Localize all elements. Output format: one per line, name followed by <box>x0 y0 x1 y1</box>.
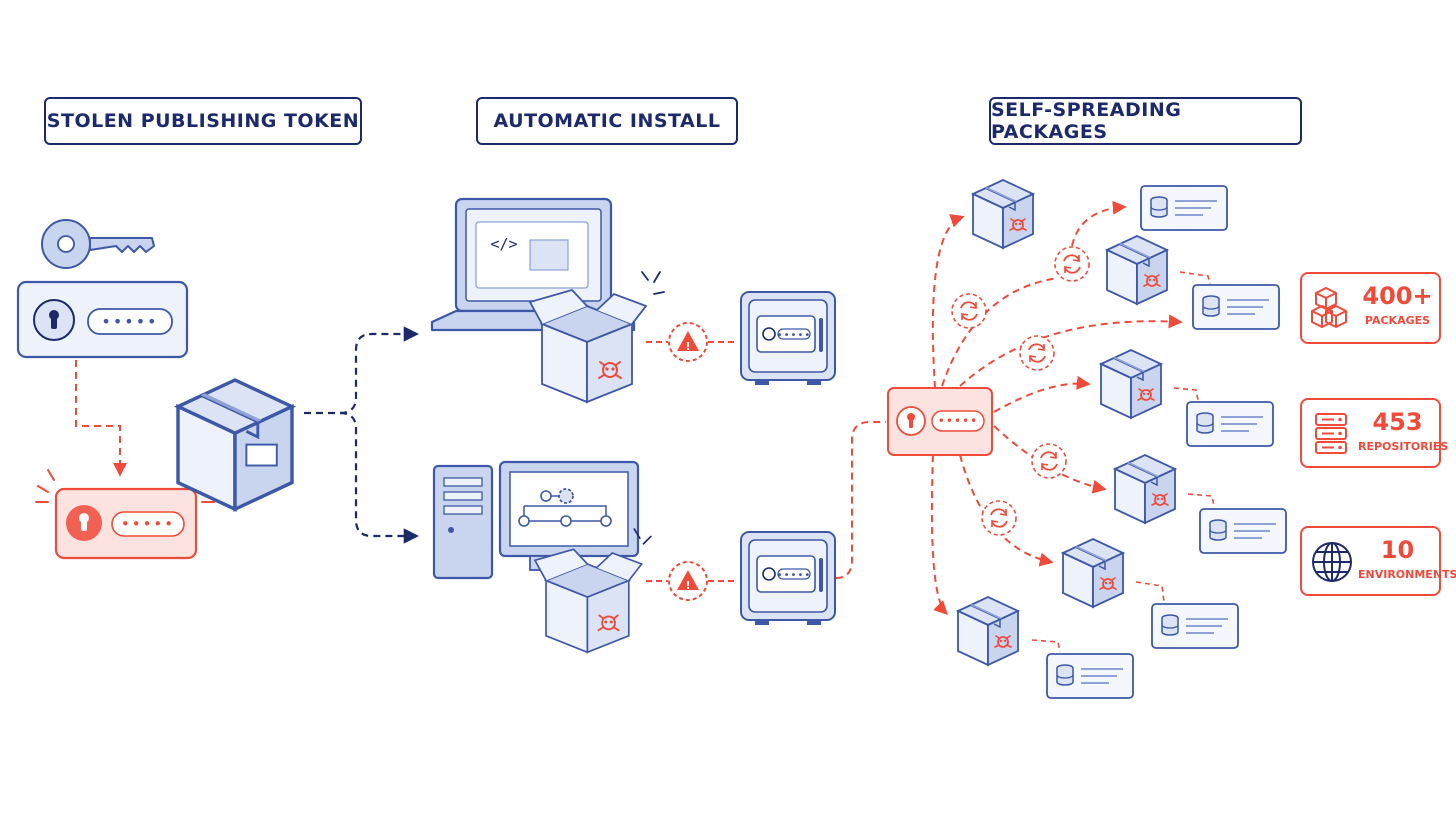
repo-connectors <box>1031 271 1215 653</box>
reused-token-card <box>887 387 993 456</box>
stat-value-packages: 400+ <box>1362 282 1433 310</box>
laptop-icon <box>430 197 636 332</box>
install-arrow-bottom <box>339 411 420 544</box>
warning-icon-bottom <box>668 561 708 601</box>
desktop-computer-icon <box>432 460 640 580</box>
title-self-spreading-packages: SELF-SPREADING PACKAGES <box>989 97 1302 145</box>
warning-icon-top <box>668 322 708 362</box>
code-glyph: </> <box>490 235 517 253</box>
install-arrow-top <box>304 326 420 415</box>
exfiltration-arrow <box>835 421 886 579</box>
spread-arrows <box>930 200 1183 615</box>
key-icon <box>41 219 155 269</box>
title-stolen-publishing-token: STOLEN PUBLISHING TOKEN <box>44 97 362 145</box>
reused-token-mask: ••••• <box>938 414 978 428</box>
malicious-package-open-top <box>529 271 665 403</box>
publishing-token-card <box>16 280 189 359</box>
cubes-icon <box>1311 287 1347 328</box>
token-theft-arrow <box>75 360 127 477</box>
warning-glyph-bottom: ! <box>685 579 690 592</box>
vault-mask-bottom: ••••• <box>777 570 812 581</box>
globe-icon <box>1312 542 1352 582</box>
stat-label-packages: PACKAGES <box>1364 314 1431 327</box>
npm-package-box <box>176 378 294 511</box>
stat-card-packages: 400+ PACKAGES <box>1300 272 1441 344</box>
warning-glyph-top: ! <box>685 340 690 353</box>
stat-card-environments: 10 ENVIRONMENTS <box>1300 526 1456 596</box>
title-automatic-install: AUTOMATIC INSTALL <box>476 97 738 145</box>
token-mask-text: ••••• <box>101 312 158 331</box>
vault-mask-top: ••••• <box>777 330 812 341</box>
stolen-token-mask-text: ••••• <box>121 515 175 533</box>
stat-label-environments: ENVIRONMENTS <box>1358 568 1456 581</box>
stat-value-environments: 10 <box>1380 536 1415 564</box>
stat-card-repositories: 453 REPOSITORIES <box>1300 398 1449 468</box>
stat-value-repositories: 453 <box>1372 408 1423 436</box>
server-icon <box>1315 413 1347 454</box>
malicious-package-open-bottom <box>534 528 652 654</box>
stolen-token-card <box>35 469 215 560</box>
stat-label-repositories: REPOSITORIES <box>1358 440 1449 453</box>
